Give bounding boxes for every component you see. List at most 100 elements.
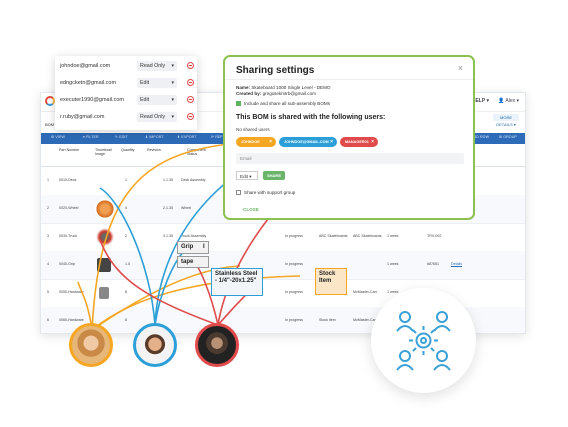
toolbar-add-row[interactable]: ADD ROW: [471, 135, 490, 139]
cell-part: 0030-Truck: [59, 234, 78, 238]
col-part-number[interactable]: Part Number: [59, 148, 80, 152]
permission-role-select[interactable]: Read Only▾: [137, 61, 177, 71]
bolt-thumbnail-icon: [99, 287, 109, 299]
permission-row: executer1990@gmail.com Edit▾: [55, 93, 197, 109]
more-details-button[interactable]: MORE DETAILS ▾: [493, 114, 519, 127]
cell-unit: In progress: [285, 290, 303, 294]
cell-vendor: Stock item: [319, 318, 336, 322]
bom-name: Skateboard 1000 Single Level - DEMO: [251, 85, 331, 90]
close-icon[interactable]: ×: [457, 63, 463, 73]
permission-email: executer1990@gmail.com: [60, 97, 124, 103]
help-menu[interactable]: HELP ▾: [471, 98, 489, 104]
chip-remove-icon[interactable]: ×: [371, 139, 374, 145]
cell-status: Wheel: [181, 206, 192, 210]
chevron-down-icon: ▾: [171, 80, 174, 86]
cell-status: Deck Assembly: [181, 178, 206, 182]
email-input[interactable]: Email: [236, 153, 464, 164]
cell-unit: In progress: [285, 318, 303, 322]
tape-tag: tape: [177, 256, 209, 268]
grip-tag: Grip I: [177, 241, 209, 254]
remove-user-icon[interactable]: [187, 79, 194, 86]
avatar-user-blue: [133, 323, 177, 367]
cell-part: 0040-Grip: [59, 262, 75, 266]
col-thumbnail[interactable]: Thumbnail Image: [95, 148, 112, 156]
remove-user-icon[interactable]: [187, 113, 194, 120]
created-by-line: Created by: gregxsekmtrb@gmail.com: [236, 91, 316, 96]
support-group-checkbox[interactable]: [236, 190, 241, 195]
cell-part: 0050-Hardware: [59, 290, 84, 294]
share-button[interactable]: SHARE: [263, 171, 285, 180]
user-chip[interactable]: JOHNDOE@GMAIL.COM×: [279, 137, 337, 147]
user-menu[interactable]: 👤 Alex ▾: [498, 98, 519, 104]
bom-name-line: Name: Skateboard 1000 Single Level - DEM…: [236, 85, 331, 90]
cell-status: Truck Assembly: [181, 234, 207, 238]
cell-price: #87651: [427, 262, 439, 266]
permission-row: r.ruby@gmail.com Read Only▾: [55, 110, 197, 126]
cell-qty: 2: [125, 234, 127, 238]
col-quantity[interactable]: Quantity: [121, 148, 135, 152]
cell-lead: 1 week: [387, 262, 399, 266]
permission-email: johndoe@gmail.com: [60, 63, 111, 69]
app-logo-icon: [45, 96, 55, 106]
chevron-down-icon: ▾: [171, 63, 174, 69]
cell-vendor-part: McMaster-Carr: [353, 318, 377, 322]
stock-item-tag: Stock Item: [315, 268, 347, 295]
cell-desc: 3.1.35: [163, 234, 173, 238]
cell-vendor: ABC Skateboards: [319, 234, 348, 238]
grip-tag-mark: I: [203, 244, 205, 250]
connector-orange-stainless: [91, 265, 241, 331]
cell-part: 0060-Hardware: [59, 318, 84, 322]
include-subassembly-checkbox[interactable]: [236, 101, 241, 106]
toolbar-import[interactable]: ⬇ IMPORT: [145, 135, 164, 139]
user-chip[interactable]: JOHNDOE×: [236, 137, 276, 147]
permission-email: r.ruby@gmail.com: [60, 114, 105, 120]
cell-qty: 1.5: [125, 262, 130, 266]
connector-blue-wheel: [99, 187, 156, 326]
toolbar-view[interactable]: ⚙ VIEW: [51, 135, 66, 139]
tab-bom[interactable]: BOM: [45, 122, 55, 127]
cell-unit: In progress: [285, 234, 303, 238]
connector-orange: [91, 141, 249, 331]
stainless-tag: Stainless Steel - 1/4"-20x1.25": [211, 268, 263, 296]
user-chip[interactable]: MANAGER01×: [340, 137, 378, 147]
permission-role-select[interactable]: Edit▾: [137, 78, 177, 88]
role-select[interactable]: Edit ▾: [236, 171, 258, 180]
permissions-panel: johndoe@gmail.com Read Only▾ edngcketn@g…: [55, 56, 197, 130]
chevron-down-icon: ▾: [171, 97, 174, 103]
grip-tag-text: Grip: [181, 244, 194, 250]
cell-desc: 2.1.35: [163, 206, 173, 210]
permission-email: edngcketn@gmail.com: [60, 80, 117, 86]
chevron-down-icon: ▾: [171, 114, 174, 120]
permission-row: johndoe@gmail.com Read Only▾: [55, 59, 197, 75]
close-button[interactable]: CLOSE: [243, 207, 259, 212]
remove-user-icon[interactable]: [187, 62, 194, 69]
cell-desc: 1.1.35: [163, 178, 173, 182]
row-details-link[interactable]: Details: [451, 262, 462, 266]
include-subassembly-label: Include and share all sub-assembly BOMs: [244, 101, 331, 106]
chip-remove-icon[interactable]: ×: [269, 139, 272, 145]
permission-role-select[interactable]: Read Only▾: [137, 112, 177, 122]
cell-unit: In progress: [285, 262, 303, 266]
connector-red-truck: [99, 239, 219, 326]
cell-qty: 1: [125, 178, 127, 182]
avatar-user-orange: [69, 323, 113, 367]
cell-lead: 1 week: [387, 290, 399, 294]
toolbar-export[interactable]: ⬆ EXPORT: [177, 135, 197, 139]
permission-role-select[interactable]: Edit▾: [137, 95, 177, 105]
created-by: gregxsekmtrb@gmail.com: [262, 91, 316, 96]
permission-row: edngcketn@gmail.com Edit▾: [55, 76, 197, 92]
toolbar-edit[interactable]: ✎ EDIT: [115, 135, 128, 139]
toolbar-columns[interactable]: ⊞ GROUP: [499, 135, 517, 139]
shared-users-heading: This BOM is shared with the following us…: [236, 114, 386, 121]
col-revision[interactable]: Revision: [147, 148, 161, 152]
support-group-label: Share with support group: [244, 190, 296, 195]
cell-price: TRX-002: [427, 234, 442, 238]
cell-qty: 8: [125, 318, 127, 322]
chip-remove-icon[interactable]: ×: [330, 139, 333, 145]
toolbar-refresh[interactable]: ⟳ REFRESH: [211, 135, 233, 139]
remove-user-icon[interactable]: [187, 96, 194, 103]
cell-qty: 8: [125, 290, 127, 294]
sharing-settings-dialog: Sharing settings × Name: Skateboard 1000…: [223, 55, 475, 220]
cell-part: 0020-Wheel: [59, 206, 79, 210]
toolbar-filter[interactable]: ▾ FILTER: [83, 135, 99, 139]
